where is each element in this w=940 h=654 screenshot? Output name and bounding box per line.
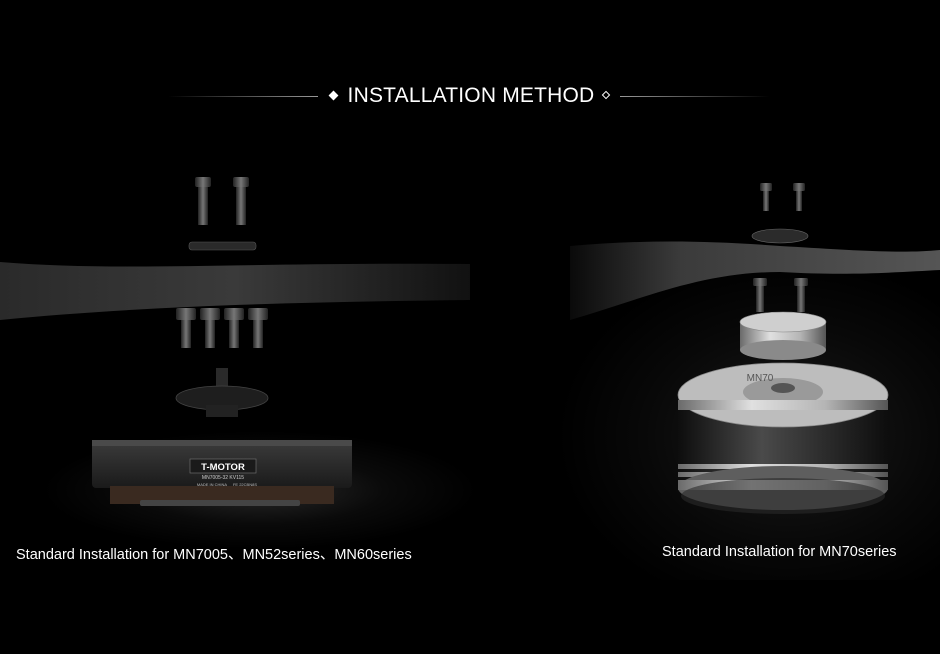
right-motor: MN70 (677, 362, 889, 514)
left-motor: T-MOTOR MN7005-32 KV115 MADE IN CHINA FE… (92, 440, 352, 506)
right-assembly: MN70 (570, 183, 940, 514)
left-top-screws (195, 177, 249, 225)
motor-brand-label: T-MOTOR (201, 462, 245, 473)
left-installation-caption: Standard Installation for MN7005、MN52ser… (16, 547, 412, 563)
left-mounting-screws (176, 308, 268, 348)
motor-model-label: MN7005-32 KV115 (202, 475, 244, 481)
page-title: INSTALLATION METHOD (347, 84, 595, 107)
right-top-screws (760, 183, 805, 211)
filled-diamond-icon (328, 90, 339, 101)
section-header: INSTALLATION METHOD (0, 82, 940, 110)
motor-origin-label: MADE IN CHINA (197, 482, 228, 487)
hollow-diamond-icon (601, 90, 611, 100)
left-washer (188, 241, 257, 251)
header-rule-left (168, 96, 318, 97)
left-assembly: T-MOTOR MN7005-32 KV115 MADE IN CHINA FE… (0, 177, 470, 506)
motor-serial-label: FE 22CBN8S (233, 482, 257, 487)
right-prop-adapter (739, 311, 827, 360)
header-rule-right (620, 96, 770, 97)
right-installation-caption: Standard Installation for MN70series (662, 544, 897, 560)
right-propeller-blade (570, 241, 940, 320)
left-propeller-blade (0, 262, 470, 320)
motor-series-label: MN70 (747, 373, 774, 384)
right-clamp-plate (751, 228, 809, 244)
left-prop-adapter (175, 368, 269, 417)
right-mounting-screws (753, 278, 808, 312)
